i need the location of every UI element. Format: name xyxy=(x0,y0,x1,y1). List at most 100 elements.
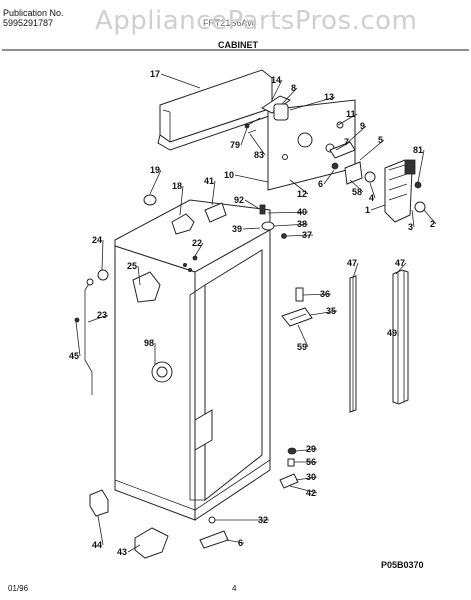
leader-line-p81 xyxy=(417,149,425,183)
callout-label-p32: 32 xyxy=(258,515,268,525)
callout-label-p30: 30 xyxy=(306,472,316,482)
part-92 xyxy=(259,204,266,215)
leader-line-p14 xyxy=(271,79,283,101)
leader-line-p47a xyxy=(352,262,359,279)
leader-line-p7 xyxy=(335,141,351,151)
callout-label-p92: 92 xyxy=(234,195,244,205)
callout-label-p23: 23 xyxy=(97,310,107,320)
damper-assembly xyxy=(329,141,376,185)
leader-line-p38 xyxy=(273,223,309,227)
callout-label-p14: 14 xyxy=(271,75,281,85)
leader-line-p19 xyxy=(149,169,162,195)
footer-date: 01/96 xyxy=(8,584,29,593)
leader-line-p1 xyxy=(370,204,386,211)
leader-line-p41 xyxy=(211,180,216,206)
callout-label-p2: 2 xyxy=(430,219,435,229)
leader-line-p59 xyxy=(297,324,309,348)
leader-line-p40 xyxy=(267,211,309,214)
publication-number: 5995291787 xyxy=(3,18,54,28)
footer-page: 4 xyxy=(232,584,237,593)
part-30-leveler xyxy=(279,473,299,489)
part-37-screw xyxy=(281,233,287,239)
callout-label-p13: 13 xyxy=(324,92,334,102)
light-socket xyxy=(414,201,426,213)
part-98-label xyxy=(151,361,173,383)
leader-line-p6b xyxy=(225,539,245,544)
leader-line-p23 xyxy=(87,314,109,323)
leader-line-p39 xyxy=(242,227,261,230)
callout-label-p98: 98 xyxy=(144,338,154,348)
callout-label-p79: 79 xyxy=(230,140,240,150)
leader-line-p3 xyxy=(411,209,415,228)
light-shield xyxy=(384,159,416,223)
model-number: FRT21S6AW xyxy=(203,18,256,28)
callout-label-p11: 11 xyxy=(346,109,356,119)
callout-label-p59: 59 xyxy=(297,342,307,352)
callout-label-p7: 7 xyxy=(344,137,349,147)
callout-label-p37: 37 xyxy=(302,230,312,240)
callout-label-p6: 6 xyxy=(318,179,323,189)
leader-line-p13 xyxy=(289,96,336,111)
callout-label-p41: 41 xyxy=(204,176,214,186)
leader-line-p92 xyxy=(244,199,259,209)
callout-label-p39: 39 xyxy=(232,224,242,234)
leader-line-p8 xyxy=(281,87,298,105)
leader-line-p58 xyxy=(349,179,364,193)
leader-line-p5 xyxy=(359,139,385,161)
part-41-bracket xyxy=(204,202,227,223)
part-56 xyxy=(287,458,295,467)
callout-label-p19: 19 xyxy=(150,165,160,175)
leader-line-p18 xyxy=(179,185,184,216)
part-49-door-rail xyxy=(392,269,409,405)
callout-label-p3: 3 xyxy=(408,222,413,232)
leader-line-p24 xyxy=(101,239,104,271)
leader-line-p30 xyxy=(295,476,318,481)
callout-label-p47b: 47 xyxy=(395,258,405,268)
leader-line-p43 xyxy=(127,544,141,553)
callout-label-p17: 17 xyxy=(150,69,160,79)
callout-label-p12: 12 xyxy=(297,189,307,199)
callout-label-p42: 42 xyxy=(306,488,316,498)
leader-line-p42 xyxy=(289,485,318,494)
callout-label-p36: 36 xyxy=(320,289,330,299)
leader-line-p9 xyxy=(344,125,367,146)
part-22-plug xyxy=(192,255,198,261)
callout-label-p5: 5 xyxy=(378,135,383,145)
leader-line-p45 xyxy=(75,321,81,357)
callout-label-p24: 24 xyxy=(92,235,102,245)
callout-label-p38: 38 xyxy=(297,219,307,229)
leader-line-p4 xyxy=(369,182,376,199)
publication-label: Publication No. xyxy=(3,8,64,18)
callout-label-p83: 83 xyxy=(254,150,264,160)
leader-line-p79 xyxy=(240,127,248,146)
footer-diagram-code: P05B0370 xyxy=(381,560,424,570)
callout-label-p10: 10 xyxy=(224,170,234,180)
part-23-hinge-rod xyxy=(84,278,94,395)
callout-label-p8: 8 xyxy=(291,83,296,93)
callout-label-p1: 1 xyxy=(365,205,370,215)
leader-line-p37 xyxy=(286,234,314,237)
leader-line-p22 xyxy=(194,242,204,257)
callout-label-p56: 56 xyxy=(306,457,316,467)
callout-label-p35: 35 xyxy=(326,306,336,316)
leader-line-p25 xyxy=(137,265,141,286)
callout-label-p40: 40 xyxy=(297,207,307,217)
callout-label-p22: 22 xyxy=(192,238,202,248)
callout-label-p4: 4 xyxy=(369,193,374,203)
leader-line-p83 xyxy=(249,133,266,156)
leader-line-p17 xyxy=(160,73,201,89)
callout-label-p44: 44 xyxy=(92,540,102,550)
part-35-bracket xyxy=(281,307,313,327)
part-43-bracket xyxy=(134,527,169,559)
callout-label-p43: 43 xyxy=(117,547,127,557)
callout-label-p49: 49 xyxy=(387,328,397,338)
leader-line-p47b xyxy=(395,262,407,275)
part-44-roller xyxy=(89,489,109,517)
leader-line-p29 xyxy=(295,448,318,452)
callout-label-p58: 58 xyxy=(352,187,362,197)
callout-label-p29: 29 xyxy=(306,444,316,454)
cabinet-body xyxy=(114,199,271,521)
leader-line-p44 xyxy=(97,515,104,546)
thermostat-parts xyxy=(244,95,292,134)
